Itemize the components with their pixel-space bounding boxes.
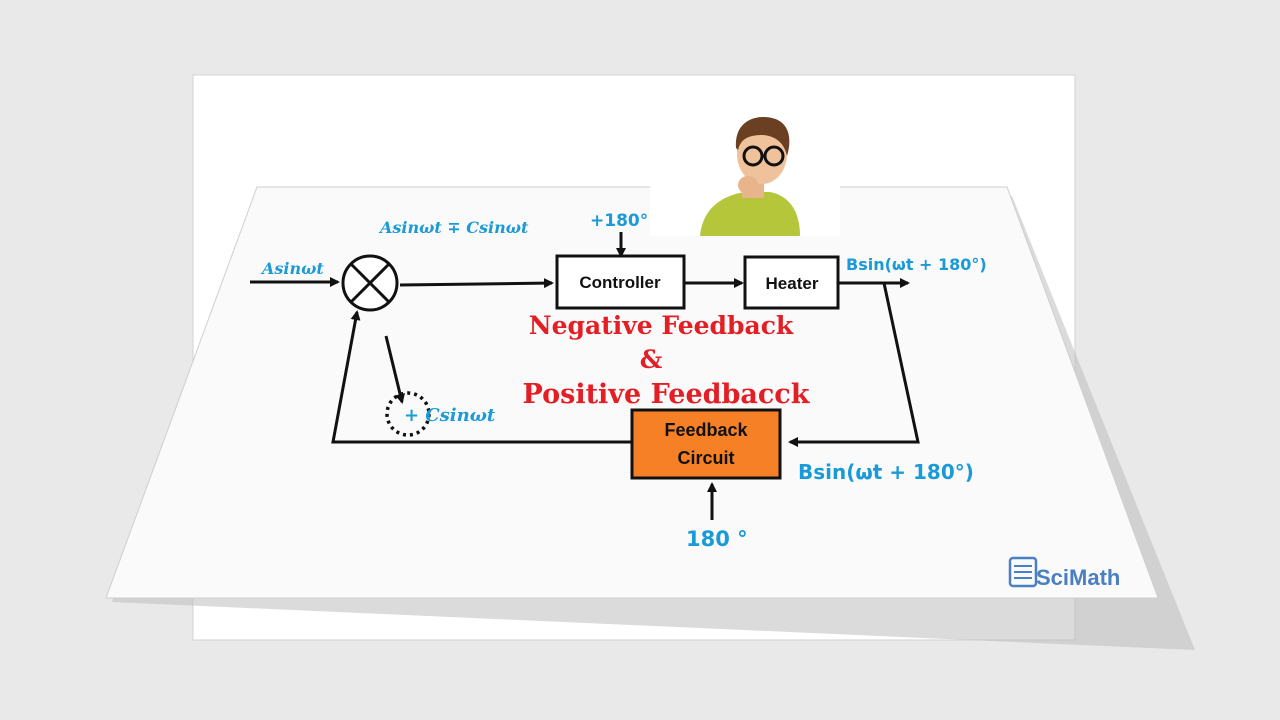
sign-dotted-circle (385, 391, 431, 437)
title-line-1: Negative Feedback (529, 311, 794, 340)
summing-junction (341, 254, 399, 312)
feedback-input-label: Bsin(ωt + 180°) (798, 460, 974, 484)
bottom-phase-label: 180 ° (686, 527, 748, 551)
feedback-circuit-block: Feedback Circuit (630, 408, 782, 480)
feedback-label-line1: Feedback (664, 420, 748, 440)
scimath-logo: SciMath (1008, 556, 1120, 590)
top-phase-label: +180° (590, 211, 648, 231)
output-signal-label: Bsin(ωt + 180°) (846, 255, 987, 274)
heater-label: Heater (766, 274, 819, 293)
controller-label: Controller (579, 273, 661, 292)
title-line-2: & (640, 345, 663, 374)
sum-signal-label: Asinωt ∓ Csinωt (378, 218, 529, 237)
heater-block: Heater (743, 255, 840, 310)
logo-text: SciMath (1036, 565, 1120, 590)
signal-lines (250, 232, 920, 520)
title-line-3: Positive Feedbacck (523, 379, 811, 410)
thinking-boy-image (650, 110, 840, 236)
input-signal-label: Asinωt (260, 259, 324, 278)
controller-block: Controller (555, 254, 686, 310)
feedback-label-line2: Circuit (677, 448, 734, 468)
sign-label: + Csinωt (404, 405, 496, 426)
